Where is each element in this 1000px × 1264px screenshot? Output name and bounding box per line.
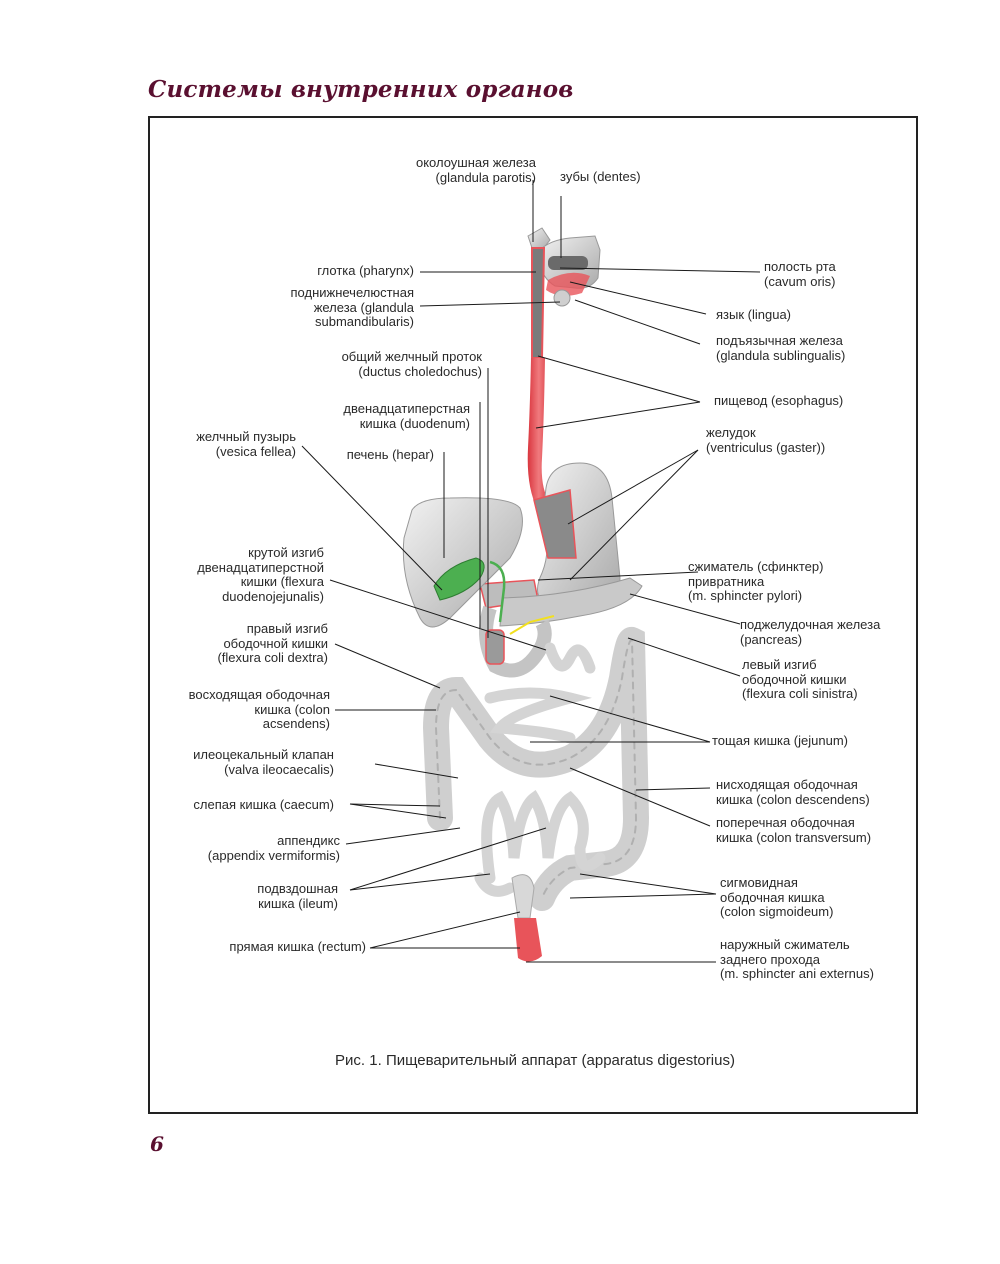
label-caecum: слепая кишка (caecum): [193, 797, 334, 812]
label-duodenojejunal-flexure: крутой изгиб двенадцатиперстной кишки (f…: [197, 545, 324, 604]
running-head: Системы внутренних органов: [148, 76, 574, 103]
liver: [402, 497, 523, 628]
label-tongue: язык (lingua): [716, 307, 791, 322]
label-rectum: прямая кишка (rectum): [229, 939, 366, 954]
leader-lines: [301, 180, 761, 963]
label-descending-colon: нисходящая ободочная кишка (colon descen…: [716, 777, 870, 807]
label-appendix: аппендикс (appendix vermiformis): [207, 833, 340, 863]
label-duodenum: двенадцатиперстная кишка (duodenum): [343, 401, 470, 431]
label-esophagus: пищевод (esophagus): [714, 393, 844, 408]
label-transverse-colon: поперечная ободочная кишка (colon transv…: [716, 815, 872, 845]
label-common-bile-duct: общий желчный проток (ductus choledochus…: [341, 349, 482, 379]
label-liver: печень (hepar): [346, 447, 434, 462]
label-sublingual-gland: подъязычная железа (glandula sublinguali…: [716, 333, 846, 363]
figure-frame: околоушная железа (glandula parotis) гло…: [148, 116, 918, 1114]
label-pancreas: поджелудочная железа (pancreas): [740, 617, 881, 647]
label-ileum: подвздошная кишка (ileum): [257, 881, 338, 911]
label-sigmoid-colon: сигмовидная ободочная кишка (colon sigmo…: [720, 875, 834, 919]
page-number: 6: [150, 1132, 164, 1156]
label-pharynx: глотка (pharynx): [317, 263, 414, 278]
label-jejunum: тощая кишка (jejunum): [712, 733, 848, 748]
label-ileocecal-valve: илеоцекальный клапан (valva ileocaecalis…: [193, 747, 334, 777]
label-right-colic-flexure: правый изгиб ободочной кишки (flexura co…: [217, 621, 328, 665]
label-parotid-gland: околоушная железа (glandula parotis): [415, 155, 536, 185]
label-gallbladder: желчный пузырь (vesica fellea): [196, 429, 296, 459]
label-oral-cavity: полость рта (cavum oris): [764, 259, 836, 289]
label-pyloric-sphincter: сжиматель (сфинктер) привратника (m. sph…: [688, 559, 824, 603]
figure-caption: Рис. 1. Пищеварительный аппарат (apparat…: [335, 1052, 735, 1069]
small-intestine: [474, 642, 606, 897]
label-ascending-colon: восходящая ободочная кишка (colon acsend…: [188, 687, 330, 731]
label-stomach: желудок (ventriculus (gaster)): [706, 425, 826, 455]
pancreas: [499, 577, 643, 627]
digestive-system-illustration: [301, 180, 761, 963]
label-submandibular-gland: поднижнечелюстная железа (glandula subma…: [290, 285, 415, 329]
label-teeth: зубы (dentes): [560, 169, 641, 184]
label-left-colic-flexure: левый изгиб ободочной кишки (flexura col…: [742, 657, 858, 701]
label-external-anal-sphincter: наружный сжиматель заднего прохода (m. s…: [720, 937, 874, 981]
colon: [422, 627, 650, 911]
rectum: [511, 874, 542, 962]
